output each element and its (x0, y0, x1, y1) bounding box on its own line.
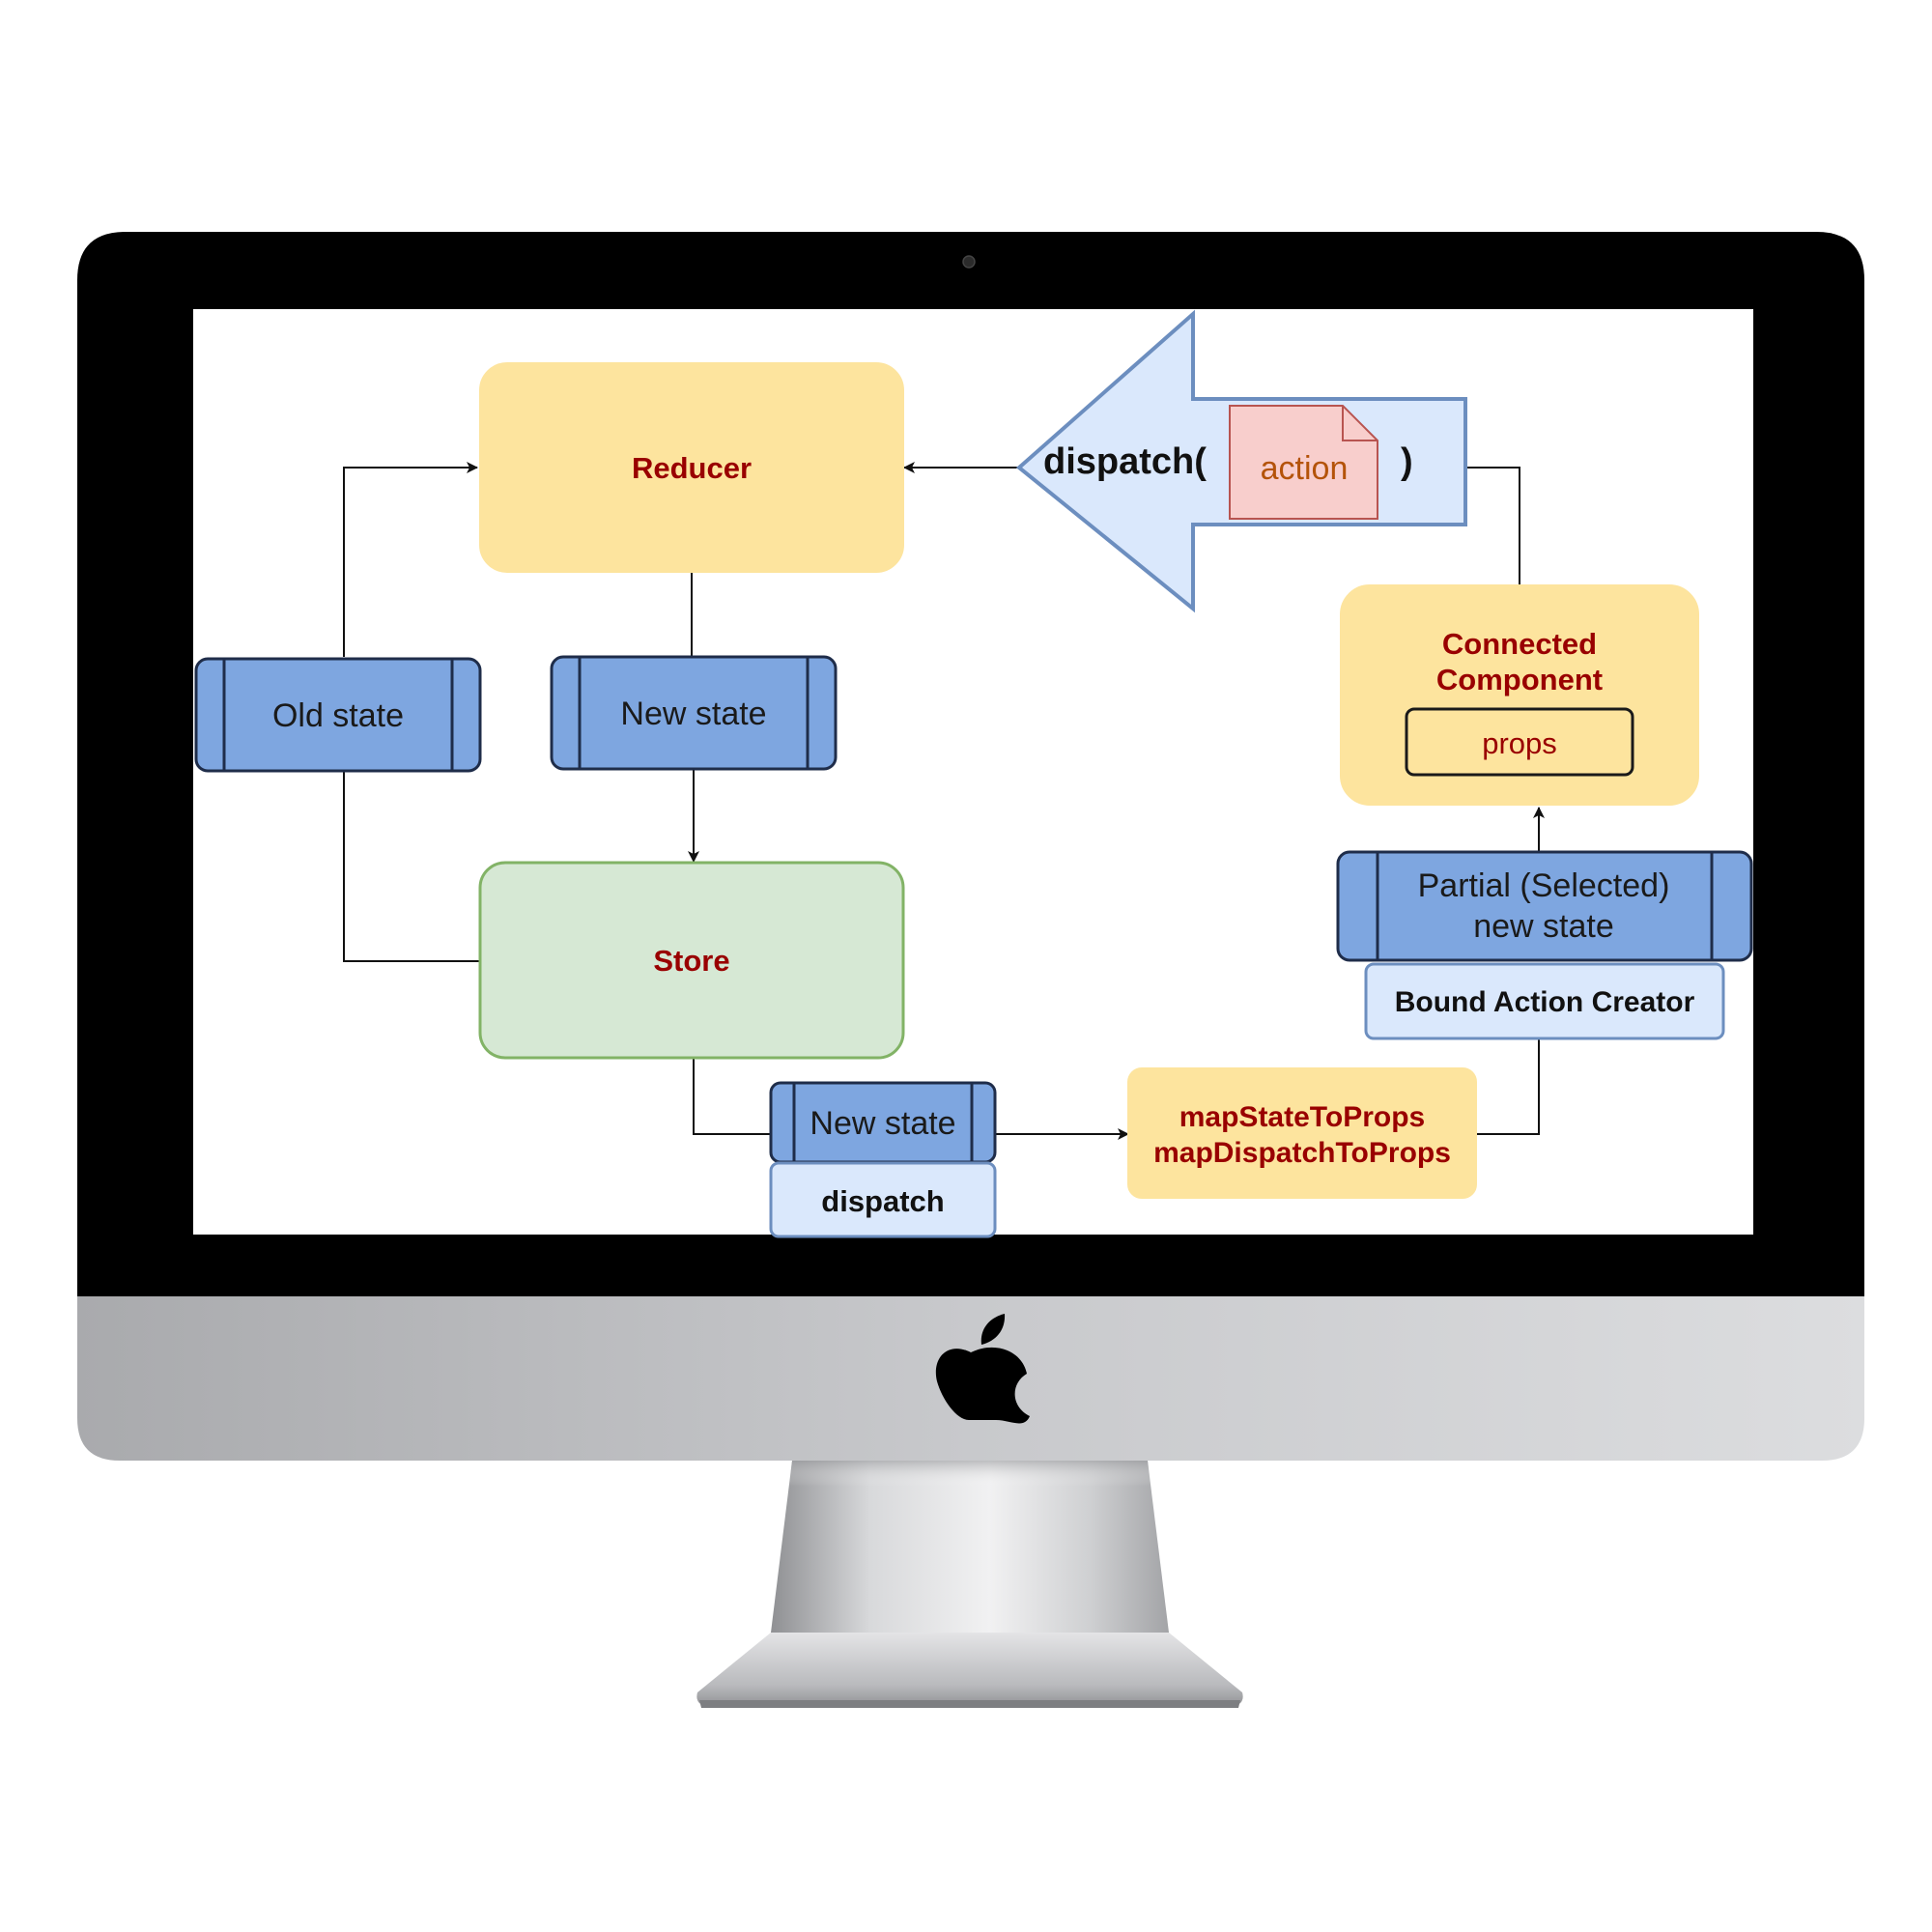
connected-component-line1: Connected (1442, 627, 1597, 661)
dispatch-box-label: dispatch (821, 1184, 944, 1218)
new-state-top-process: New state (550, 655, 838, 771)
component-to-dispatch-line (1465, 467, 1520, 585)
store-box (478, 861, 905, 1060)
old-state-to-reducer-arrow (343, 462, 478, 657)
connected-component-line2: Component (1436, 663, 1603, 696)
partial-state-line1: Partial (Selected) (1418, 867, 1670, 904)
camera-icon (962, 255, 976, 269)
map-props-box (1127, 1067, 1477, 1199)
reducer-box (479, 362, 904, 573)
new-state-top-label: New state (620, 696, 766, 732)
props-box (1405, 707, 1634, 777)
store-label: Store (653, 944, 729, 978)
bound-action-creator-label: Bound Action Creator (1395, 986, 1695, 1018)
dispatch-close-label: ) (1401, 441, 1413, 482)
new-state-bottom-label: New state (810, 1105, 955, 1142)
dispatch-box (769, 1161, 997, 1238)
partial-state-line2: new state (1473, 908, 1614, 945)
props-label: props (1482, 726, 1557, 760)
bound-action-creator-box (1364, 962, 1725, 1040)
monitor-base (696, 1633, 1243, 1708)
action-document-icon (1229, 405, 1378, 520)
map-to-bound-action-line (1476, 1038, 1540, 1135)
connectors (343, 462, 1545, 1140)
map-state-label: mapStateToProps (1179, 1101, 1426, 1133)
partial-state-process: Partial (Selected) new state (1336, 850, 1753, 962)
store-to-old-state-line (343, 771, 480, 962)
action-label: action (1261, 450, 1349, 487)
new-state-bottom-process: New state (769, 1081, 997, 1164)
map-dispatch-label: mapDispatchToProps (1153, 1137, 1451, 1169)
old-state-process: Old state (194, 657, 482, 773)
dispatch-open-label: dispatch( (1043, 441, 1207, 482)
reducer-label: Reducer (632, 451, 752, 485)
apple-logo-icon (935, 1314, 1030, 1424)
store-to-new-state-line (693, 1058, 771, 1135)
old-state-label: Old state (272, 697, 404, 734)
